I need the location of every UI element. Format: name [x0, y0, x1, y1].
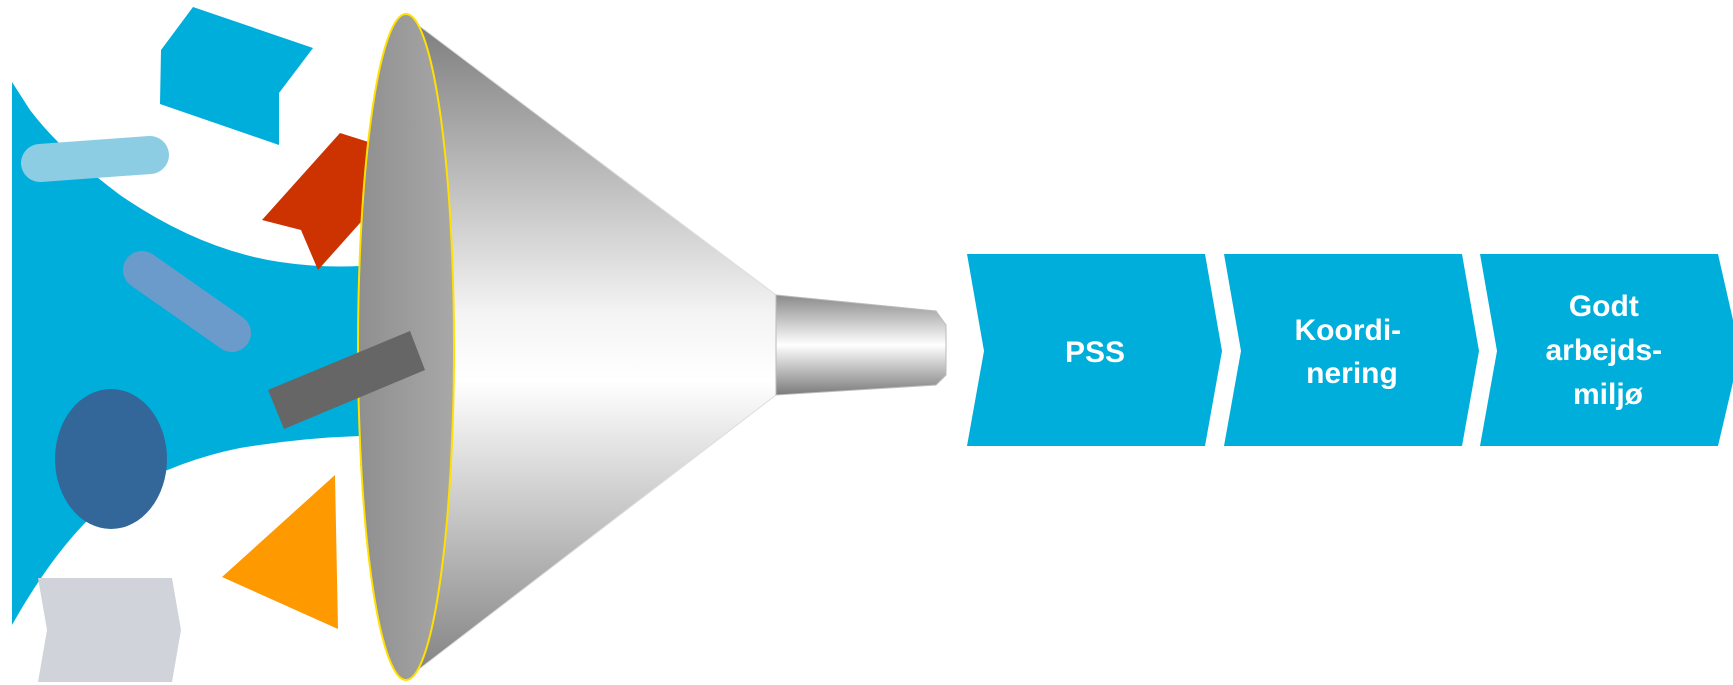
- process-step-pss: PSS: [967, 254, 1222, 446]
- cyan-hexagon-shape: [160, 7, 313, 145]
- orange-triangle-shape: [222, 475, 338, 629]
- step-chevron-2: [1224, 254, 1479, 446]
- funnel-tube: [776, 295, 946, 395]
- light-blue-bar-shape: [40, 155, 150, 163]
- process-step-koordinering: Koordi- nering: [1224, 254, 1479, 446]
- funnel-cone: [405, 15, 776, 680]
- step-label-pss: PSS: [1065, 336, 1125, 369]
- navy-ellipse-shape: [55, 389, 167, 529]
- funnel-icon: [358, 14, 946, 680]
- process-steps: PSS Koordi- nering Godt arbejds- miljø: [967, 254, 1733, 446]
- silver-chevron-shape: [38, 578, 181, 682]
- process-step-godt-arbejdsmiljo: Godt arbejds- miljø: [1480, 254, 1733, 446]
